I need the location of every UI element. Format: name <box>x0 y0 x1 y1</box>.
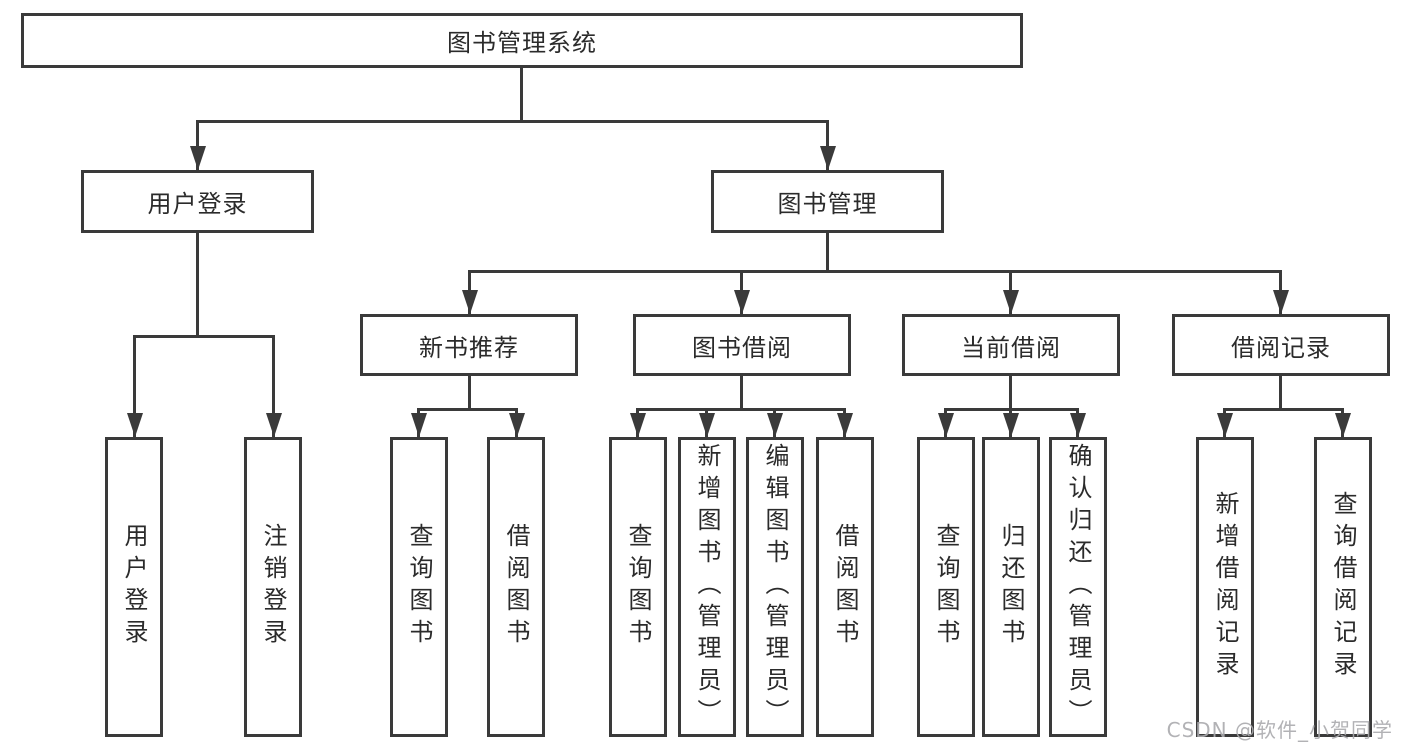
leaf-borrow-books-recommend-label: 借阅图书 <box>502 523 530 651</box>
leaf-query-books-recommend: 查询图书 <box>390 437 448 737</box>
connector-arrow-leaf-logout <box>272 335 275 437</box>
leaf-edit-books-admin-label: 编辑图书（管理员） <box>761 443 789 731</box>
node-borrowing-records-label: 借阅记录 <box>1231 333 1331 362</box>
connector-arrow-book-borrowing <box>740 270 743 314</box>
leaf-add-books-admin: 新增图书（管理员） <box>678 437 736 737</box>
connector-arrow-new-book-recommendation <box>468 270 471 314</box>
leaf-query-borrow-record-label: 查询借阅记录 <box>1329 491 1357 683</box>
connector-arrow-user-login <box>196 120 199 170</box>
node-book-management-label: 图书管理 <box>777 190 878 218</box>
leaf-edit-books-admin: 编辑图书（管理员） <box>746 437 804 737</box>
connector-current-borrowing-stub <box>1009 376 1012 408</box>
leaf-logout-label: 注销登录 <box>259 523 287 651</box>
leaf-query-books-current-label: 查询图书 <box>932 523 960 651</box>
leaf-add-books-admin-label: 新增图书（管理员） <box>693 443 721 731</box>
leaf-user-login-label: 用户登录 <box>120 523 148 651</box>
connector-book-management-branch <box>468 270 1282 273</box>
leaf-confirm-return-admin-label: 确认归还（管理员） <box>1064 443 1092 731</box>
connector-arrow-query-borrow-record <box>1341 408 1344 437</box>
connector-arrow-borrow-books <box>843 408 846 437</box>
node-current-borrowing: 当前借阅 <box>902 314 1120 376</box>
connector-arrow-leaf-user-login <box>133 335 136 437</box>
connector-borrowing-records-branch <box>1223 408 1344 411</box>
connector-arrow-query-books-borrow <box>636 408 639 437</box>
node-book-borrowing: 图书借阅 <box>633 314 851 376</box>
leaf-query-books-borrow: 查询图书 <box>609 437 667 737</box>
connector-user-login-stub <box>196 233 199 335</box>
leaf-return-books: 归还图书 <box>982 437 1040 737</box>
node-new-book-recommendation-label: 新书推荐 <box>419 333 519 362</box>
leaf-query-books-recommend-label: 查询图书 <box>405 523 433 651</box>
leaf-query-borrow-record: 查询借阅记录 <box>1314 437 1372 737</box>
node-book-borrowing-label: 图书借阅 <box>692 333 792 362</box>
connector-user-login-branch <box>133 335 275 338</box>
leaf-query-books-current: 查询图书 <box>917 437 975 737</box>
connector-arrow-confirm-return-admin <box>1076 408 1079 437</box>
node-user-login: 用户登录 <box>81 170 314 233</box>
connector-root-stub <box>520 68 523 120</box>
node-new-book-recommendation: 新书推荐 <box>360 314 578 376</box>
leaf-borrow-books: 借阅图书 <box>816 437 874 737</box>
connector-arrow-query-books-current <box>944 408 947 437</box>
connector-arrow-current-borrowing <box>1009 270 1012 314</box>
node-library-management-system-label: 图书管理系统 <box>447 29 597 57</box>
connector-arrow-add-books-admin <box>705 408 708 437</box>
connector-new-book-recommendation-branch <box>417 408 518 411</box>
connector-arrow-add-borrow-record <box>1223 408 1226 437</box>
connector-root-branch <box>196 120 829 123</box>
connector-borrowing-records-stub <box>1279 376 1282 408</box>
node-library-management-system: 图书管理系统 <box>21 13 1023 68</box>
leaf-borrow-books-recommend: 借阅图书 <box>487 437 545 737</box>
csdn-watermark: CSDN @软件_小贺同学 <box>1166 718 1393 742</box>
leaf-query-books-borrow-label: 查询图书 <box>624 523 652 651</box>
connector-book-borrowing-branch <box>636 408 846 411</box>
connector-arrow-borrow-books-recommend <box>515 408 518 437</box>
node-user-login-label: 用户登录 <box>147 190 248 218</box>
connector-book-management-stub <box>826 233 829 270</box>
connector-arrow-edit-books-admin <box>773 408 776 437</box>
node-book-management: 图书管理 <box>711 170 944 233</box>
leaf-add-borrow-record: 新增借阅记录 <box>1196 437 1254 737</box>
connector-book-borrowing-stub <box>740 376 743 408</box>
node-borrowing-records: 借阅记录 <box>1172 314 1390 376</box>
leaf-add-borrow-record-label: 新增借阅记录 <box>1211 491 1239 683</box>
leaf-user-login: 用户登录 <box>105 437 163 737</box>
connector-arrow-return-books <box>1009 408 1012 437</box>
leaf-confirm-return-admin: 确认归还（管理员） <box>1049 437 1107 737</box>
leaf-borrow-books-label: 借阅图书 <box>831 523 859 651</box>
leaf-logout: 注销登录 <box>244 437 302 737</box>
connector-arrow-query-books-recommend <box>417 408 420 437</box>
node-current-borrowing-label: 当前借阅 <box>961 333 1061 362</box>
connector-arrow-book-management <box>826 120 829 170</box>
connector-arrow-borrowing-records <box>1279 270 1282 314</box>
leaf-return-books-label: 归还图书 <box>997 523 1025 651</box>
connector-new-book-recommendation-stub <box>468 376 471 408</box>
